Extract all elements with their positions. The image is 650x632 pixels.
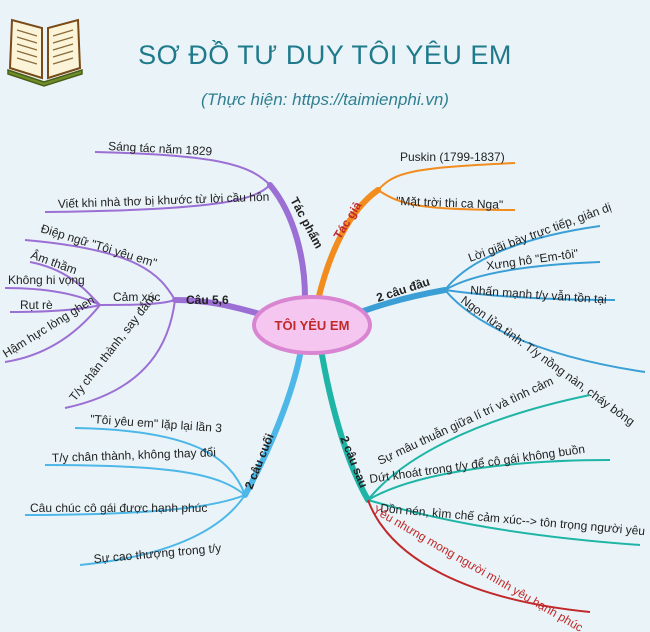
cam-xuc-item-3: Rụt rè — [20, 298, 53, 312]
branch-tac-pham: Tác phẩm Sáng tác năm 1829 Viết khi nhà … — [44, 139, 326, 301]
branch-label-cau-56: Câu 5,6 — [186, 293, 229, 307]
branch-label-tac-gia: Tác giả — [331, 199, 365, 242]
center-node: TÔI YÊU EM — [252, 295, 372, 355]
center-label: TÔI YÊU EM — [275, 318, 350, 333]
branch-cau-56: Câu 5,6 Điệp ngữ "Tôi yêu em" Cảm xúc T/… — [0, 221, 278, 409]
branch-label-hai-cau-sau: 2 câu sau — [337, 434, 370, 490]
hai-cau-dau-item-3: Nhấn mạnh t/y vẫn tồn tại — [470, 282, 607, 307]
open-book-icon — [7, 18, 83, 87]
cau-56-item-2: Cảm xúc — [113, 290, 160, 304]
branch-label-hai-cau-cuoi: 2 câu cuối — [242, 431, 277, 491]
page-subtitle: (Thực hiện: https://taimienphi.vn) — [201, 90, 449, 109]
page-title: SƠ ĐỒ TƯ DUY TÔI YÊU EM — [138, 40, 512, 70]
hai-cau-cuoi-item-2: T/y chân thành, không thay đổi — [52, 445, 216, 465]
hai-cau-cuoi-item-3: Câu chúc cô gái được hạnh phúc — [30, 501, 207, 515]
cam-xuc-item-2: Không hi vọng — [8, 273, 85, 287]
hai-cau-cuoi-item-1: "Tôi yêu em" lặp lại lần 3 — [90, 412, 223, 435]
branch-tac-gia: Tác giả Puskin (1799-1837) "Mặt trời thi… — [315, 150, 516, 303]
tac-gia-item-2: "Mặt trời thi ca Nga" — [396, 194, 504, 212]
tac-pham-item-1: Sáng tác năm 1829 — [108, 139, 213, 158]
branch-hai-cau-cuoi: 2 câu cuối "Tôi yêu em" lặp lại lần 3 T/… — [24, 352, 303, 566]
branch-hai-cau-dau: 2 câu đầu Lời giãi bày trực tiếp, giản d… — [342, 200, 646, 429]
hai-cau-cuoi-item-4: Sự cao thượng trong t/y — [93, 541, 222, 566]
tac-gia-item-1: Puskin (1799-1837) — [400, 150, 505, 164]
